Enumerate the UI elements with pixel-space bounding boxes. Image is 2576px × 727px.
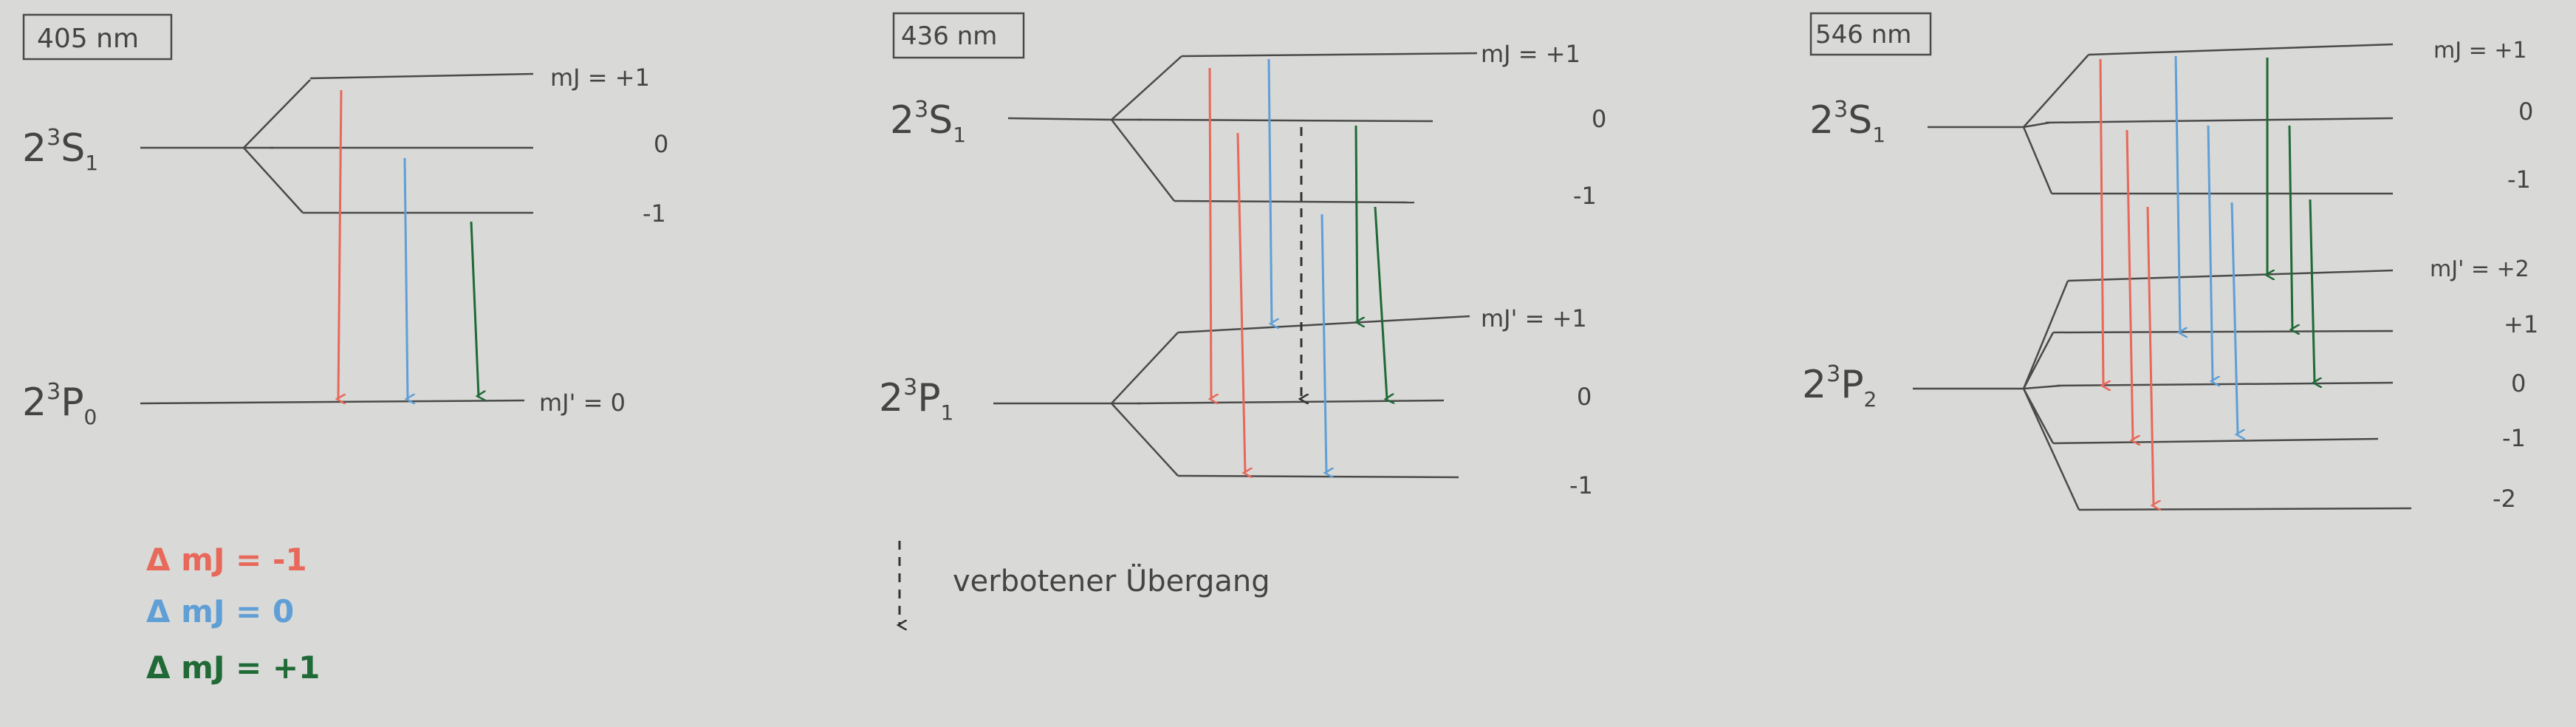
mj-lower-minus1: -1: [2502, 424, 2526, 452]
transitions-436nm: [1210, 58, 1387, 473]
arrow-blue-b: [1320, 214, 1326, 473]
upper-state-label: 23S1: [890, 97, 966, 147]
mj-upper-plus1: mJ = +1: [550, 64, 650, 92]
level-upper-mj-minus1: [1174, 199, 1415, 204]
mj-upper-0: 0: [654, 130, 668, 158]
mj-upper-0: 0: [1592, 105, 1606, 133]
split-fan-upper: [243, 79, 311, 214]
arrow-red-a: [1210, 67, 1211, 399]
mj-upper-plus1: mJ = +1: [1481, 40, 1580, 68]
split-fan-lower: [2022, 280, 2080, 511]
labels-436nm: 436 nm 23S1 23P1 mJ = +1 0 -1 mJ' = +1 0…: [879, 21, 1606, 499]
wavelength-box-405: [22, 13, 173, 61]
legend-red: Δ mJ = -1: [146, 542, 307, 578]
wavelength-box-546: [1809, 12, 1932, 56]
mj-upper-plus1: mJ = +1: [2433, 38, 2527, 64]
level-lower-mj-plus1: [2052, 330, 2394, 334]
arrow-blue-c: [2230, 202, 2238, 434]
level-upper-mj-plus1: [2088, 43, 2394, 56]
level-lower-mj-minus1: [2052, 437, 2379, 445]
level-lower-mj-minus2: [2078, 507, 2412, 511]
arrow-red-c: [2146, 206, 2154, 505]
mj-upper-minus1: -1: [643, 199, 666, 228]
legend-green: Δ mJ = +1: [146, 649, 320, 686]
arrow-green-a: [1356, 125, 1357, 322]
arrow-green-b: [1374, 206, 1387, 399]
mj-lower-0: mJ' = 0: [539, 389, 626, 417]
forbidden-legend-text: verbotener Übergang: [953, 563, 1270, 598]
level-upper-mj-0: [2045, 117, 2394, 124]
split-fan-upper: [1111, 55, 1182, 202]
arrow-red: [338, 89, 341, 399]
mj-lower-plus2: mJ' = +2: [2430, 256, 2529, 282]
arrow-blue-a: [2174, 55, 2180, 332]
mj-lower-minus1: -1: [1569, 471, 1593, 499]
lower-state-label: 23P1: [879, 375, 953, 425]
legend: Δ mJ = -1 Δ mJ = 0 Δ mJ = +1: [146, 542, 320, 686]
split-fan-upper: [2022, 54, 2089, 194]
arrow-red-b: [1236, 132, 1245, 473]
level-2s1-unsplit: [1007, 117, 1112, 121]
wavelength-label: 405 nm: [37, 24, 139, 54]
mj-lower-0: 0: [1577, 383, 1592, 411]
level-lower-mj-0: [140, 399, 525, 405]
arrow-green-c: [2309, 199, 2315, 383]
level-upper-mj-plus1: [309, 72, 534, 80]
arrow-green-b: [2288, 125, 2292, 330]
panel-405nm: [22, 13, 534, 405]
mj-lower-plus1: +1: [2504, 310, 2538, 338]
arrow-red-a: [2099, 58, 2103, 386]
level-upper-mj-plus1: [1181, 52, 1478, 58]
transitions-405nm: [338, 89, 479, 399]
level-upper-mj-0: [1137, 118, 1433, 123]
level-lower-mj-minus1: [1177, 474, 1459, 479]
mj-lower-0: 0: [2511, 369, 2526, 397]
arrow-blue: [403, 157, 408, 399]
lower-state-label: 23P2: [1802, 361, 1877, 412]
mj-lower-plus1: mJ' = +1: [1481, 304, 1587, 332]
split-fan-lower: [1111, 332, 1179, 477]
forbidden-legend: verbotener Übergang: [900, 541, 1270, 625]
arrow-blue-b: [2207, 125, 2213, 381]
arrow-green: [470, 221, 479, 396]
mj-upper-minus1: -1: [1573, 182, 1597, 210]
legend-blue: Δ mJ = 0: [146, 593, 294, 629]
wavelength-box-436: [892, 12, 1025, 59]
upper-state-label: 23S1: [22, 125, 98, 175]
arrow-blue-a: [1267, 58, 1272, 324]
wavelength-label: 436 nm: [901, 21, 997, 51]
mj-upper-0: 0: [2518, 98, 2533, 126]
level-lower-mj-plus2: [2067, 269, 2394, 282]
transitions-546nm: [2099, 55, 2315, 505]
wavelength-label: 546 nm: [1815, 20, 1911, 50]
arrow-red-b: [2125, 129, 2133, 440]
lower-state-label: 23P0: [22, 379, 97, 429]
panel-546nm: [1809, 12, 2412, 511]
upper-state-label: 23S1: [1809, 97, 1885, 147]
mj-upper-minus1: -1: [2507, 165, 2531, 194]
mj-lower-minus2: -2: [2493, 485, 2516, 513]
labels-546nm: 546 nm 23S1 23P2 mJ = +1 0 -1 mJ' = +2 +…: [1802, 20, 2538, 513]
labels-405nm: 405 nm 23S1 23P0 mJ = +1 0 -1 mJ' = 0: [22, 24, 668, 429]
level-lower-mj-0: [2056, 381, 2394, 387]
